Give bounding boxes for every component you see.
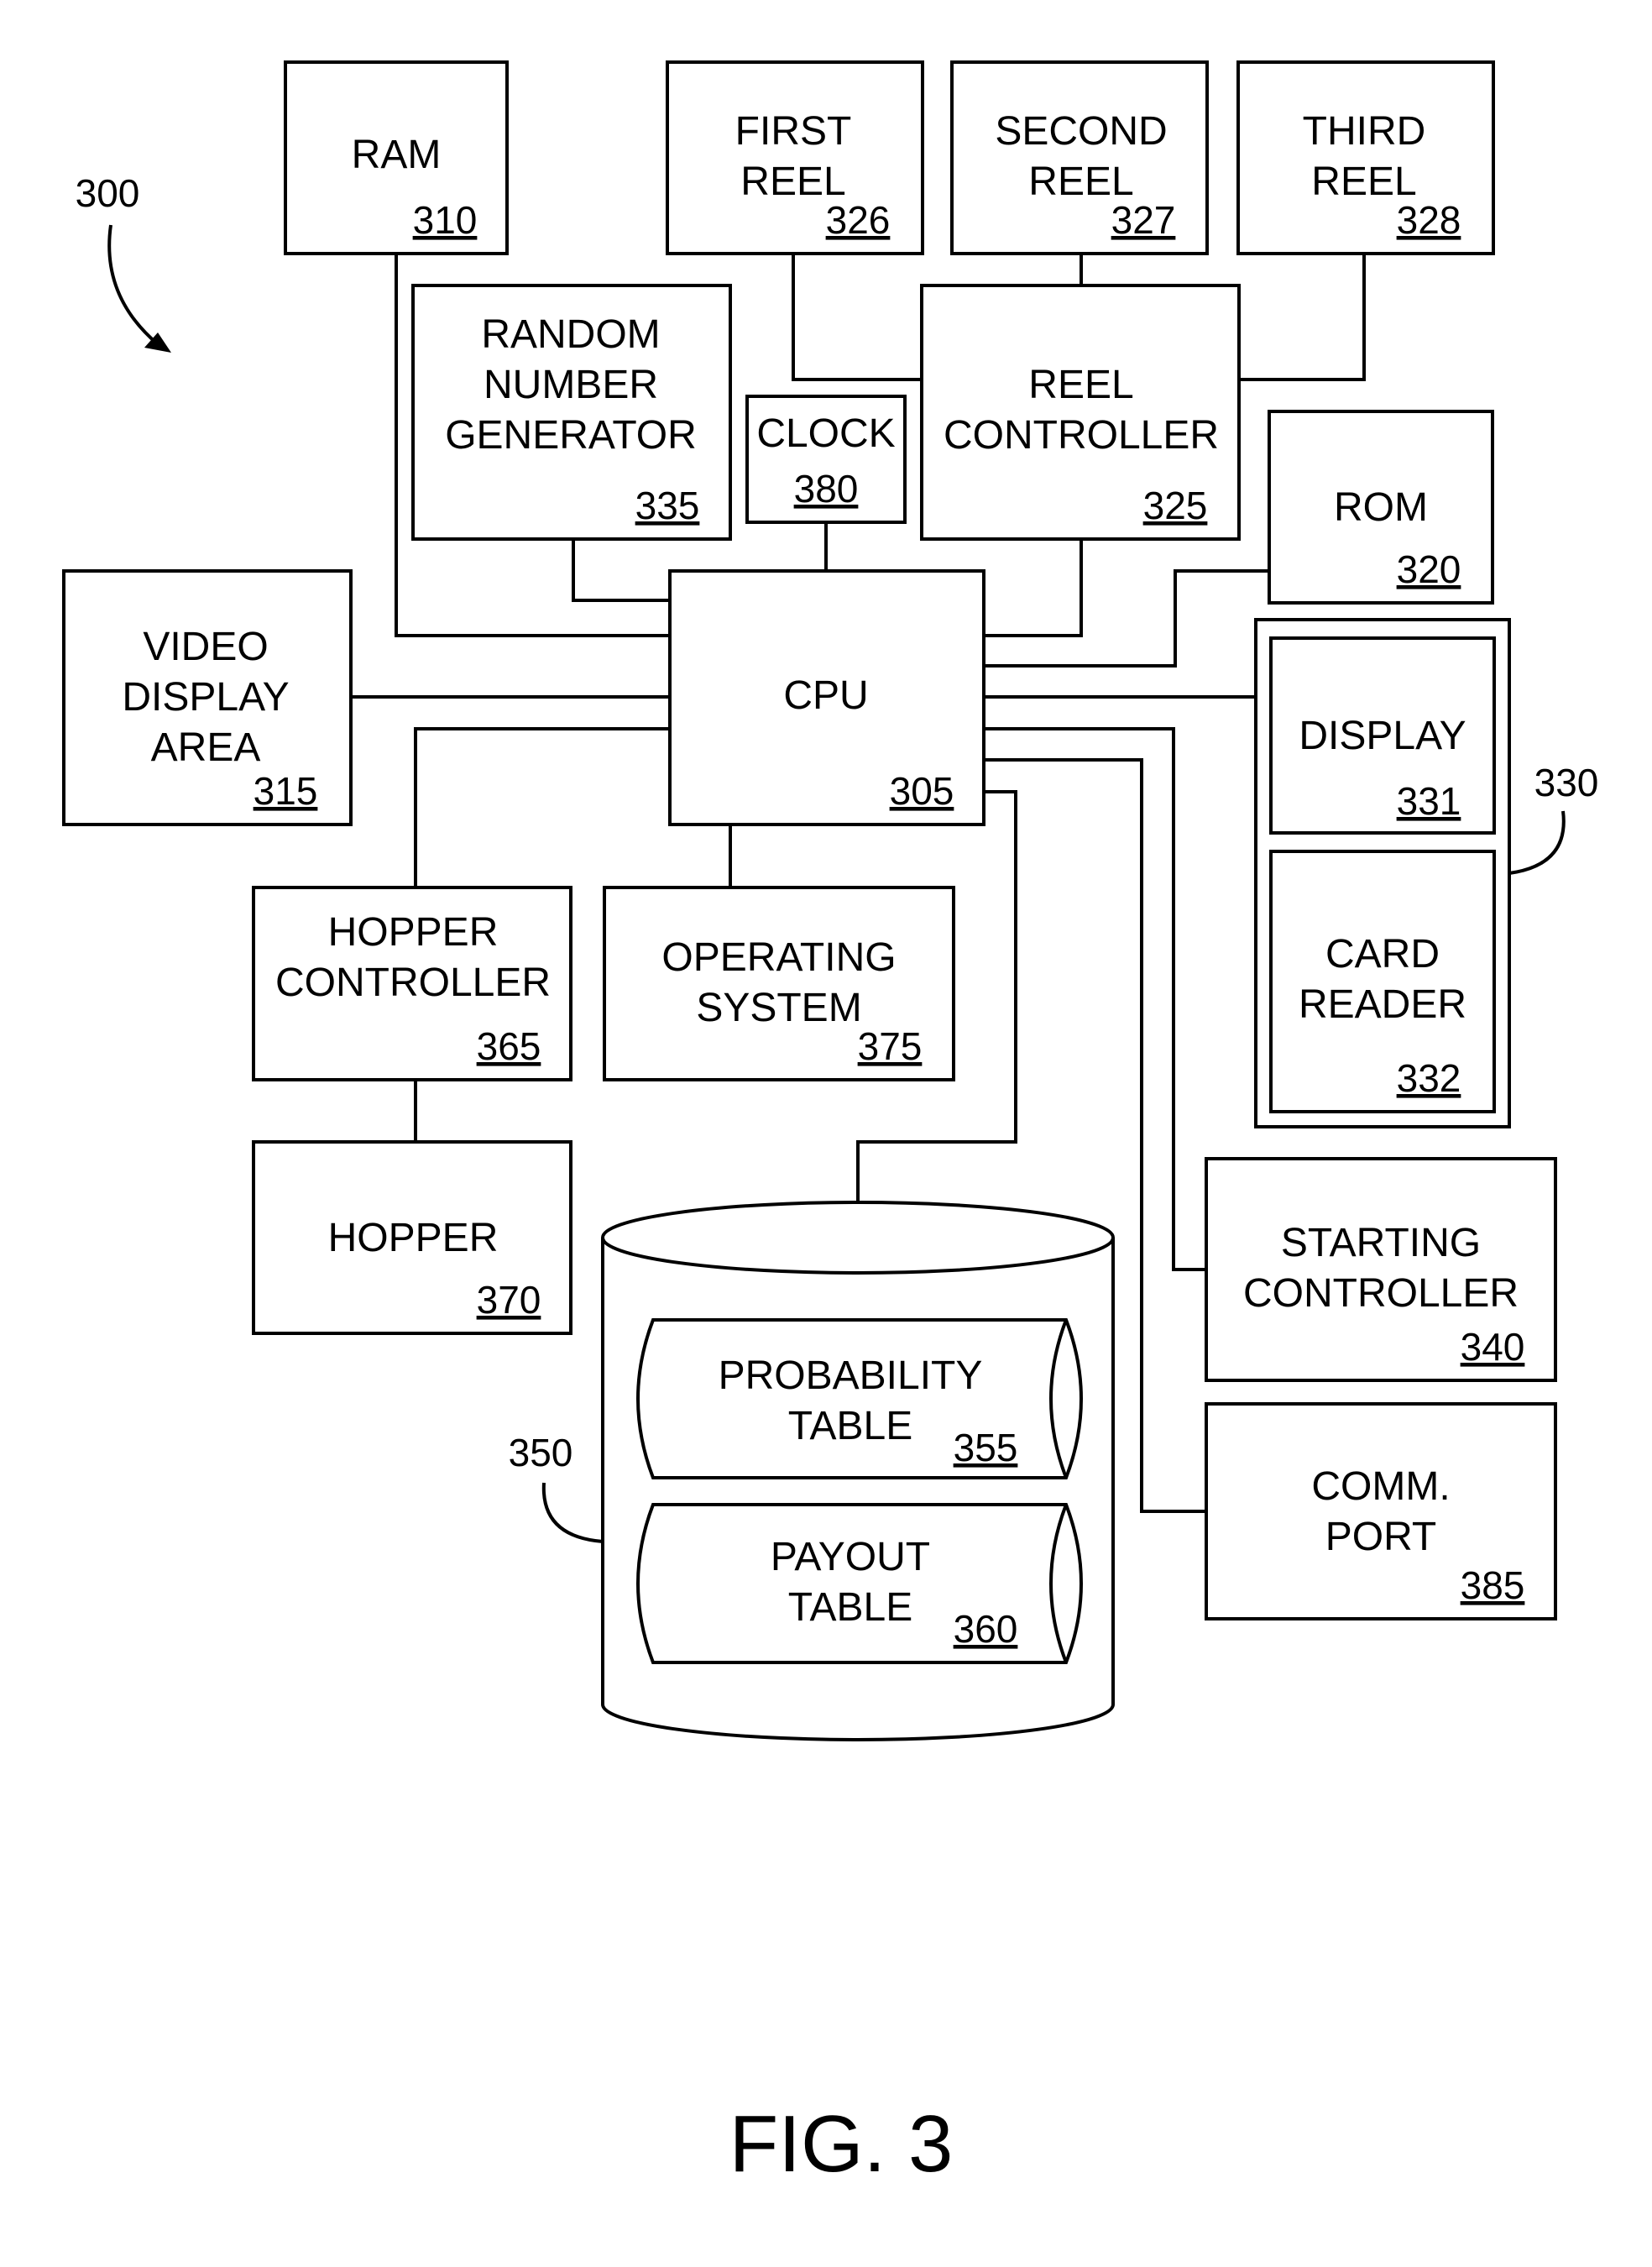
storage-cylinder: PROBABILITY TABLE 355 PAYOUT TABLE 360 <box>603 1202 1113 1740</box>
figure-caption: FIG. 3 <box>729 2099 954 2189</box>
rom-label: ROM <box>1334 485 1428 530</box>
video-display-label-line2: DISPLAY <box>122 675 289 720</box>
third-reel-block: THIRD REEL 328 <box>1238 62 1493 254</box>
hopper-controller-label-line1: HOPPER <box>328 910 499 955</box>
display-label: DISPLAY <box>1299 714 1466 758</box>
clock-label: CLOCK <box>756 411 895 456</box>
video-display-label-line3: AREA <box>151 725 261 770</box>
payout-table-label-line1: PAYOUT <box>771 1535 930 1579</box>
card-reader-label-line1: CARD <box>1325 932 1440 976</box>
user-interface-callout: 330 <box>1509 761 1598 873</box>
video-display-area-block: VIDEO DISPLAY AREA 315 <box>64 571 351 825</box>
hopper-block: HOPPER 370 <box>254 1142 571 1333</box>
starting-controller-ref: 340 <box>1461 1325 1525 1369</box>
cpu-label: CPU <box>783 673 868 718</box>
reel-controller-label-line1: REEL <box>1028 363 1133 407</box>
operating-system-label-line2: SYSTEM <box>696 986 861 1030</box>
cpu-block: CPU 305 <box>670 571 984 825</box>
reel-controller-block: REEL CONTROLLER 325 <box>922 285 1239 539</box>
figure-ref-number: 300 <box>76 171 140 215</box>
storage-ref: 350 <box>509 1431 573 1474</box>
starting-controller-block: STARTING CONTROLLER 340 <box>1206 1159 1555 1380</box>
comm-port-label-line1: COMM. <box>1311 1464 1450 1509</box>
hopper-controller-label-line2: CONTROLLER <box>275 961 551 1005</box>
reel-controller-ref: 325 <box>1143 484 1208 527</box>
probability-table-label-line2: TABLE <box>788 1404 913 1448</box>
video-display-ref: 315 <box>254 769 318 813</box>
payout-table-ref: 360 <box>954 1607 1018 1651</box>
clock-ref: 380 <box>794 467 859 510</box>
rng-label-line1: RANDOM <box>481 312 660 357</box>
card-reader-block: CARD READER 332 <box>1271 851 1494 1112</box>
payout-table-block: PAYOUT TABLE 360 <box>638 1505 1081 1662</box>
ram-label: RAM <box>352 133 442 177</box>
display-ref: 331 <box>1397 779 1461 823</box>
first-reel-label-line1: FIRST <box>735 109 852 154</box>
comm-port-label-line2: PORT <box>1325 1515 1436 1559</box>
comm-port-block: COMM. PORT 385 <box>1206 1404 1555 1619</box>
display-block: DISPLAY 331 <box>1271 638 1494 833</box>
video-display-label-line1: VIDEO <box>143 625 268 669</box>
ram-block: RAM 310 <box>285 62 507 254</box>
starting-controller-label-line2: CONTROLLER <box>1243 1271 1519 1316</box>
hopper-ref: 370 <box>477 1278 541 1322</box>
reel-controller-label-line2: CONTROLLER <box>944 413 1219 458</box>
rng-label-line2: NUMBER <box>484 363 658 407</box>
payout-table-label-line2: TABLE <box>788 1585 913 1630</box>
hopper-controller-ref: 365 <box>477 1024 541 1068</box>
starting-controller-label-line1: STARTING <box>1281 1221 1481 1265</box>
figure-reference: 300 <box>76 171 171 353</box>
ram-ref: 310 <box>413 198 478 242</box>
rom-block: ROM 320 <box>1269 411 1493 603</box>
user-interface-ref: 330 <box>1534 761 1599 804</box>
clock-block: CLOCK 380 <box>747 396 905 522</box>
first-reel-ref: 326 <box>826 198 891 242</box>
hopper-label: HOPPER <box>328 1216 499 1260</box>
user-interface-group: DISPLAY 331 CARD READER 332 <box>1256 620 1509 1127</box>
probability-table-label-line1: PROBABILITY <box>719 1353 983 1398</box>
card-reader-label-line2: READER <box>1299 982 1466 1027</box>
comm-port-ref: 385 <box>1461 1563 1525 1607</box>
probability-table-ref: 355 <box>954 1426 1018 1469</box>
rom-ref: 320 <box>1397 547 1461 591</box>
third-reel-label-line1: THIRD <box>1303 109 1426 154</box>
second-reel-block: SECOND REEL 327 <box>952 62 1207 254</box>
rng-ref: 335 <box>635 484 700 527</box>
hopper-controller-block: HOPPER CONTROLLER 365 <box>254 887 571 1080</box>
second-reel-label-line1: SECOND <box>995 109 1167 154</box>
storage-callout: 350 <box>509 1431 603 1542</box>
operating-system-label-line1: OPERATING <box>661 935 896 980</box>
random-number-generator-block: RANDOM NUMBER GENERATOR 335 <box>413 285 730 539</box>
first-reel-block: FIRST REEL 326 <box>667 62 923 254</box>
operating-system-ref: 375 <box>858 1024 923 1068</box>
probability-table-block: PROBABILITY TABLE 355 <box>638 1320 1081 1478</box>
rng-label-line3: GENERATOR <box>445 413 697 458</box>
card-reader-ref: 332 <box>1397 1056 1461 1100</box>
cpu-ref: 305 <box>890 769 954 813</box>
third-reel-ref: 328 <box>1397 198 1461 242</box>
operating-system-block: OPERATING SYSTEM 375 <box>604 887 954 1080</box>
second-reel-ref: 327 <box>1111 198 1176 242</box>
